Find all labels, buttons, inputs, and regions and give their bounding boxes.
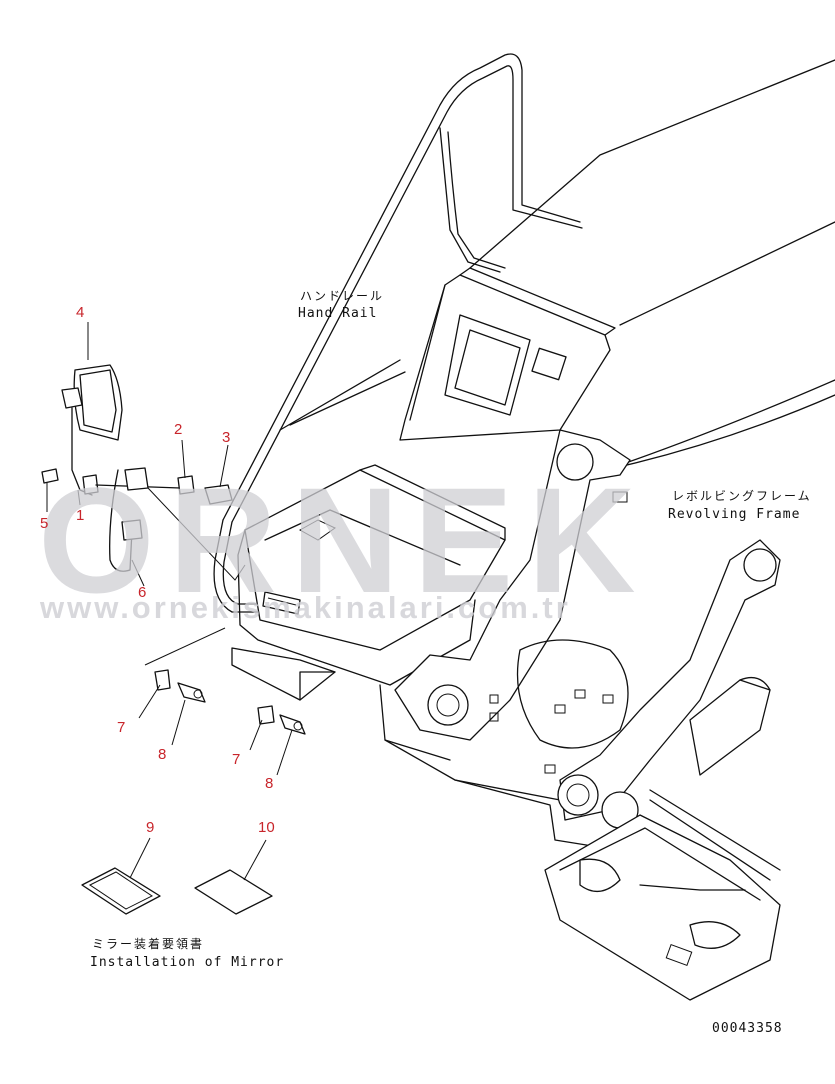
mirror-assembly (41, 364, 246, 581)
callout-9: 9 (146, 819, 154, 836)
revolving-frame-label: Revolving Frame (668, 507, 800, 522)
callout-7a: 7 (117, 719, 125, 736)
hand-rail-label: Hand Rail (298, 306, 377, 321)
watermark-url: www.ornekismakinalari.com.tr (39, 590, 571, 625)
callout-8a: 8 (158, 746, 166, 763)
callout-8b: 8 (265, 775, 273, 792)
callout-7b: 7 (232, 751, 240, 768)
drawing-number: 00043358 (712, 1021, 783, 1036)
callout-3: 3 (222, 429, 230, 446)
callout-2: 2 (174, 421, 182, 438)
revolving-frame-label-jp: レボルビングフレーム (672, 489, 812, 503)
documents (81, 867, 273, 915)
revolving-frame-drawing (231, 59, 835, 1001)
callout-6: 6 (138, 584, 146, 601)
callout-1: 1 (76, 507, 84, 524)
watermark-brand: ORNEK (38, 456, 650, 624)
hand-rail-drawing (213, 53, 583, 613)
callout-5: 5 (40, 515, 48, 532)
leader-lines (46, 322, 293, 881)
callout-10: 10 (258, 819, 275, 836)
callout-4: 4 (76, 304, 84, 321)
mirror-doc-label-jp: ミラー装着要領書 (92, 936, 204, 951)
mirror-doc-label: Installation of Mirror (90, 955, 284, 970)
bracket-bolt-set (144, 627, 306, 735)
hand-rail-label-jp: ハンドレール (300, 289, 384, 303)
